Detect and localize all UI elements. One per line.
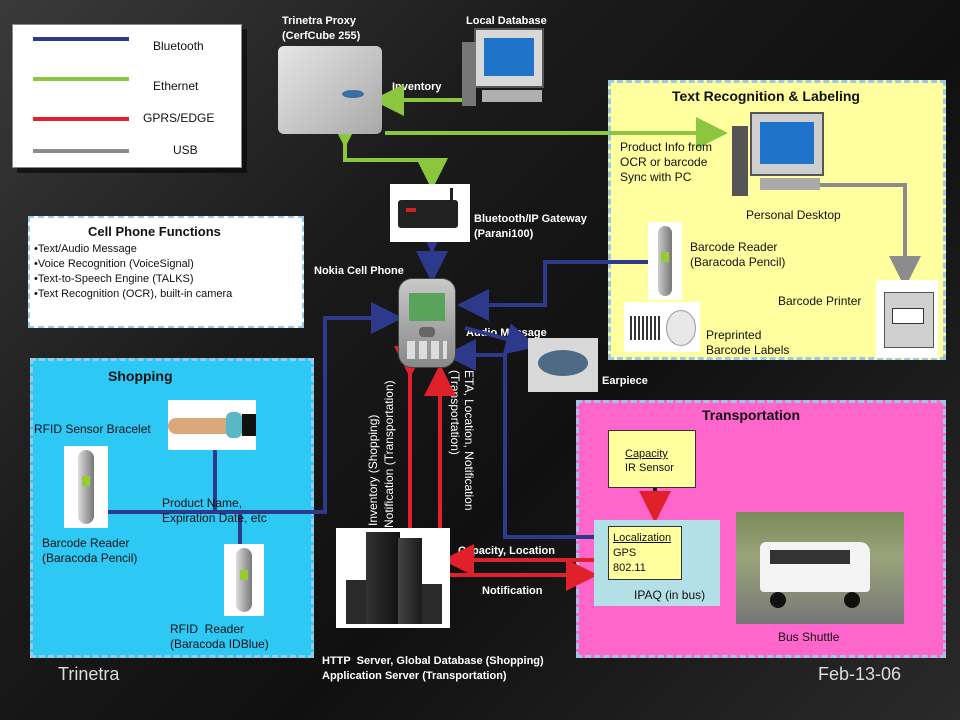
shopping-barcode-label: Barcode Reader (Baracoda Pencil) xyxy=(42,536,138,565)
eta-vlabel: ETA, Location, Notification xyxy=(462,370,476,511)
local-db-computer xyxy=(462,28,562,112)
shopping-title: Shopping xyxy=(108,368,173,384)
cell-function-item: Voice Recognition (VoiceSignal) xyxy=(34,257,232,272)
product-info-label: Product Info from OCR or barcode Sync wi… xyxy=(620,140,713,184)
cell-functions-title: Cell Phone Functions xyxy=(88,224,221,239)
transportation-title: Transportation xyxy=(702,407,801,423)
gateway-label: Bluetooth/IP Gateway (Parani100) xyxy=(474,213,587,240)
tr-barcode-pencil xyxy=(648,222,682,300)
transportation-vlabel: (Transportation) xyxy=(448,370,462,455)
legend-line-ethernet xyxy=(33,77,129,81)
ir-sensor-label: IR Sensor xyxy=(625,462,674,474)
legend-label-gprs: GPRS/EDGE xyxy=(143,111,215,125)
cell-function-item: Text-to-Speech Engine (TALKS) xyxy=(34,272,232,287)
product-name-label: Product Name, Expiration Date, etc xyxy=(162,496,267,525)
barcode-printer-label: Barcode Printer xyxy=(778,294,862,308)
nokia-phone xyxy=(398,278,456,368)
barcode-labels xyxy=(624,302,700,352)
ethernet-proxy-gateway xyxy=(329,116,448,190)
cell-functions-box: Cell Phone Functions Text/Audio Message … xyxy=(28,216,304,328)
cell-functions-list: Text/Audio Message Voice Recognition (Vo… xyxy=(34,242,232,302)
bracelet-label: RFID Sensor Bracelet xyxy=(34,422,151,436)
earpiece-device xyxy=(528,338,598,392)
legend-line-gprs xyxy=(33,117,129,121)
ipaq-label: IPAQ (in bus) xyxy=(634,588,706,602)
wifi-label: 802.11 xyxy=(613,562,646,574)
nokia-label: Nokia Cell Phone xyxy=(314,265,404,277)
barcode-printer xyxy=(876,280,938,358)
server-rack xyxy=(336,528,450,628)
legend-label-usb: USB xyxy=(173,143,198,157)
proxy-label: Trinetra Proxy (CerfCube 255) xyxy=(282,15,361,42)
bluetooth-gateway xyxy=(390,184,470,242)
rfid-reader-label: RFID Reader (Baracoda IDBlue) xyxy=(170,622,269,651)
proxy-device xyxy=(278,46,382,134)
capacity-location-label: Capacity, Location xyxy=(458,545,555,557)
tr-barcode-reader-label: Barcode Reader (Baracoda Pencil) xyxy=(690,240,786,269)
inventory-shopping-vlabel: Inventory (Shopping) xyxy=(366,414,380,526)
notification-label: Notification xyxy=(482,585,543,597)
legend: Bluetooth Ethernet GPRS/EDGE USB xyxy=(12,24,242,168)
capacity-label: Capacity xyxy=(625,448,668,460)
personal-desktop xyxy=(732,108,842,204)
localization-label: Localization xyxy=(613,532,672,544)
rfid-bracelet xyxy=(168,400,256,450)
barcode-labels-label: Preprinted Barcode Labels xyxy=(706,328,790,357)
legend-line-usb xyxy=(33,149,129,153)
earpiece-label: Earpiece xyxy=(602,375,648,387)
inventory-label: Inventory xyxy=(392,81,442,93)
localization-box: Localization GPS 802.11 xyxy=(608,526,682,580)
desktop-label: Personal Desktop xyxy=(746,208,841,222)
footer-left: Trinetra xyxy=(58,664,120,684)
text-recognition-title: Text Recognition & Labeling xyxy=(672,88,860,104)
gps-label: GPS xyxy=(613,547,637,559)
notification-transport-vlabel: Notification (Transportation) xyxy=(382,380,396,528)
bus-label: Bus Shuttle xyxy=(778,630,840,644)
footer-right: Feb-13-06 xyxy=(818,664,902,684)
ipaq-box: Localization GPS 802.11 IPAQ (in bus) xyxy=(594,520,720,606)
legend-label-bluetooth: Bluetooth xyxy=(153,39,204,53)
cell-function-item: Text Recognition (OCR), built-in camera xyxy=(34,287,232,302)
bus-shuttle xyxy=(736,512,904,624)
legend-label-ethernet: Ethernet xyxy=(153,79,199,93)
server-label: HTTP Server, Global Database (Shopping) … xyxy=(322,655,544,682)
local-db-label: Local Database xyxy=(466,15,547,27)
legend-line-bluetooth xyxy=(33,37,129,41)
shopping-barcode-pencil xyxy=(64,446,108,528)
capacity-box: Capacity IR Sensor xyxy=(608,430,696,488)
cell-function-item: Text/Audio Message xyxy=(34,242,232,257)
rfid-reader xyxy=(224,544,264,616)
